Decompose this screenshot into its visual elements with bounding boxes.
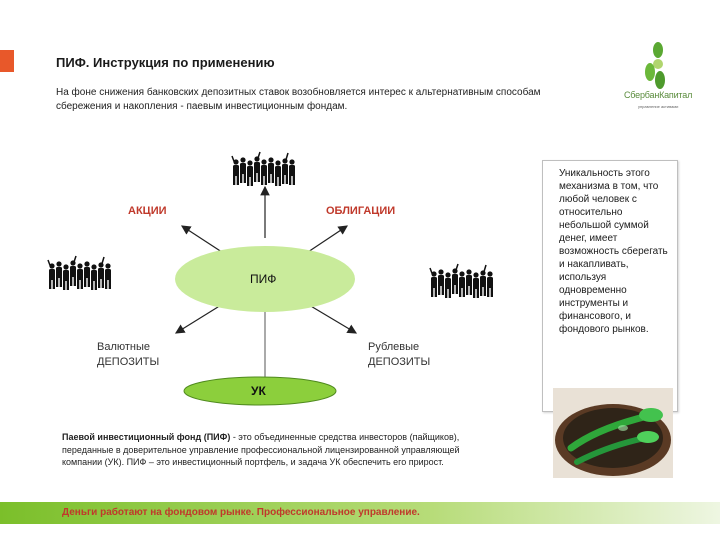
investors-group-top-icon (232, 152, 295, 186)
investors-group-left-icon (48, 256, 111, 290)
uniqueness-text: Уникальность этого механизма в том, что … (559, 167, 671, 336)
footer-bar: Деньги работают на фондовом рынке. Профе… (0, 502, 720, 524)
green-spoons-photo (553, 388, 673, 478)
pif-definition: Паевой инвестиционный фонд (ПИФ) - это о… (62, 431, 502, 469)
currency-deposits-label: Валютные ДЕПОЗИТЫ (97, 340, 159, 370)
uk-label: УК (251, 384, 266, 398)
pif-label: ПИФ (250, 272, 276, 286)
definition-term: Паевой инвестиционный фонд (ПИФ) (62, 432, 230, 442)
investors-group-right-icon (430, 264, 493, 298)
bonds-label: ОБЛИГАЦИИ (326, 205, 395, 217)
spoons-image (553, 388, 673, 478)
uniqueness-box: Уникальность этого механизма в том, что … (542, 160, 678, 412)
footer-text: Деньги работают на фондовом рынке. Профе… (62, 507, 420, 518)
ruble-deposits-label: Рублевые ДЕПОЗИТЫ (368, 340, 430, 370)
stocks-label: АКЦИИ (128, 205, 167, 217)
